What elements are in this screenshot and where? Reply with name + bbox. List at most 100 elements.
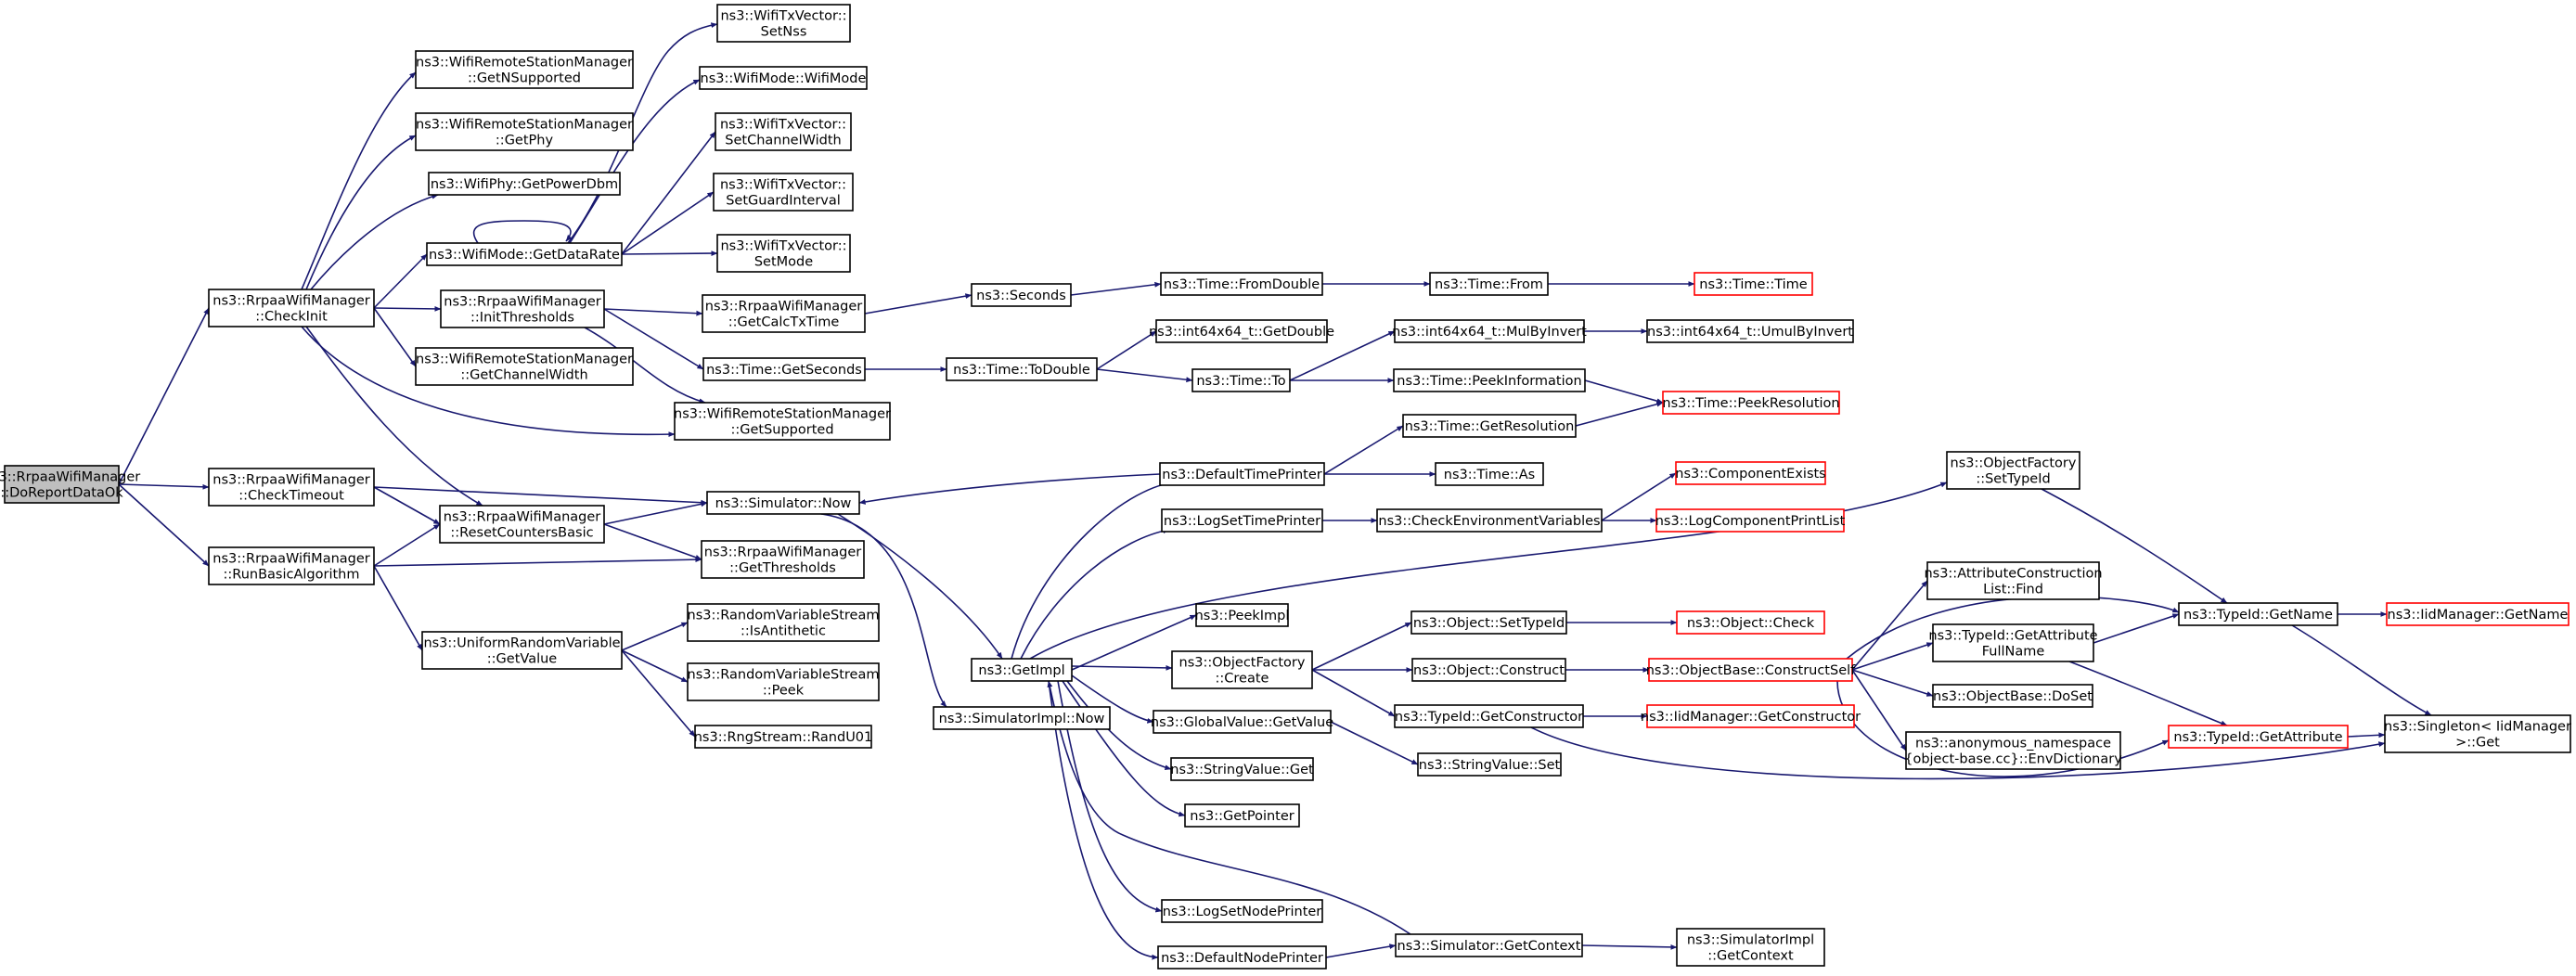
node-box — [1394, 319, 1585, 343]
graph-node[interactable]: ns3::Simulator::GetContext — [1395, 933, 1583, 957]
graph-node[interactable]: ns3::int64x64_t::GetDouble — [1149, 319, 1334, 343]
graph-node[interactable]: ns3::WifiTxVector::SetMode — [716, 234, 851, 273]
graph-node[interactable]: ns3::IidManager::GetName — [2386, 602, 2570, 626]
graph-node[interactable]: ns3::Object::Construct — [1411, 658, 1566, 682]
node-label: ns3::RrpaaWifiManager — [0, 470, 140, 485]
graph-node[interactable]: ns3::Time::GetSeconds — [702, 357, 866, 381]
node-box — [701, 540, 865, 579]
graph-node[interactable]: ns3::Time::PeekInformation — [1393, 368, 1586, 392]
node-label: ns3::ObjectFactory — [1951, 456, 2077, 471]
graph-node[interactable]: ns3::RrpaaWifiManager::GetCalcTxTime — [702, 294, 866, 333]
graph-node[interactable]: ns3::WifiMode::WifiMode — [699, 66, 868, 90]
graph-node[interactable]: ns3::Time::To — [1191, 368, 1291, 392]
graph-node[interactable]: ns3::ObjectBase::ConstructSelf — [1646, 658, 1856, 682]
edge-n7-to-n17 — [621, 131, 716, 255]
graph-node[interactable]: ns3::ComponentExists — [1675, 461, 1826, 485]
graph-node[interactable]: ns3::Object::SetTypeId — [1410, 610, 1567, 635]
graph-node[interactable]: ns3::SimulatorImpl::Now — [933, 706, 1111, 730]
graph-node[interactable]: ns3::RrpaaWifiManager::InitThresholds — [440, 289, 605, 328]
node-label: ::GetThresholds — [729, 561, 836, 576]
edge-path — [858, 473, 1161, 505]
node-box — [946, 357, 1098, 381]
graph-node[interactable]: ns3::Time::GetResolution — [1402, 414, 1577, 438]
graph-node[interactable]: ns3::WifiRemoteStationManager::GetNSuppo… — [415, 50, 634, 89]
edge-path — [2093, 613, 2180, 644]
node-label: ns3::IidManager::GetName — [2388, 608, 2569, 623]
graph-node[interactable]: ns3::Time::From — [1429, 272, 1549, 296]
graph-node[interactable]: ns3::Object::Check — [1676, 610, 1825, 635]
graph-node[interactable]: ns3::SimulatorImpl::GetContext — [1676, 928, 1825, 967]
graph-node[interactable]: ns3::GlobalValue::GetValue — [1151, 710, 1333, 734]
graph-node[interactable]: ns3::TypeId::GetName — [2178, 602, 2338, 626]
node-label: ::GetChannelWidth — [460, 368, 587, 383]
graph-node[interactable]: ns3::GetPointer — [1184, 803, 1300, 828]
graph-node[interactable]: ns3::RrpaaWifiManager::CheckInit — [208, 289, 375, 327]
edge-n12-to-n28 — [820, 513, 947, 708]
node-label: ns3::Time::PeekInformation — [1397, 374, 1581, 389]
graph-node[interactable]: ns3::TypeId::GetConstructor — [1394, 704, 1584, 728]
graph-node[interactable]: ns3::IidManager::GetConstructor — [1641, 704, 1861, 728]
graph-node[interactable]: ns3::CheckEnvironmentVariables — [1376, 508, 1603, 533]
node-label: ns3::WifiRemoteStationManager — [674, 407, 891, 422]
graph-node[interactable]: ns3::Time::FromDouble — [1160, 272, 1323, 296]
graph-node[interactable]: ns3::RngStream::RandU01 — [694, 725, 873, 749]
graph-node[interactable]: ns3::ObjectFactory::Create — [1171, 650, 1313, 689]
graph-node[interactable]: ns3::anonymous_namespace{object-base.cc}… — [1904, 731, 2122, 770]
node-label: ::GetPhy — [496, 134, 554, 148]
node-label: ns3::IidManager::GetConstructor — [1641, 710, 1861, 725]
graph-node[interactable]: ns3::DefaultTimePrinter — [1159, 462, 1325, 486]
graph-node[interactable]: ns3::WifiRemoteStationManager::GetPhy — [415, 112, 634, 151]
node-box — [415, 347, 634, 386]
edge-n7-to-n16 — [569, 79, 701, 244]
graph-node[interactable]: ns3::GetImpl — [971, 658, 1073, 682]
node-label: ns3::WifiTxVector:: — [720, 239, 846, 254]
edge-n58-to-n65 — [1851, 669, 1907, 751]
edge-n27-to-n39 — [1057, 680, 1163, 913]
graph-node[interactable]: ns3::StringValue::Get — [1170, 757, 1314, 781]
edges-layer — [118, 22, 2432, 960]
graph-node[interactable]: ns3::WifiPhy::GetPowerDbm — [428, 172, 621, 196]
graph-node[interactable]: ns3::ObjectFactory::SetTypeId — [1946, 451, 2080, 490]
graph-node[interactable]: ns3::int64x64_t::MulByInvert — [1392, 319, 1587, 343]
graph-node[interactable]: ns3::WifiTxVector::SetChannelWidth — [715, 112, 852, 151]
graph-node[interactable]: ns3::Seconds — [971, 283, 1072, 307]
graph-node[interactable]: ns3::int64x64_t::UmulByInvert — [1646, 319, 1854, 343]
graph-node[interactable]: ns3::RrpaaWifiManager::CheckTimeout — [208, 468, 375, 507]
graph-node[interactable]: ns3::TypeId::GetAttribute — [2168, 725, 2349, 749]
graph-node[interactable]: ns3::LogSetNodePrinter — [1161, 899, 1323, 923]
graph-node[interactable]: ns3::RrpaaWifiManager::ResetCountersBasi… — [439, 505, 605, 544]
graph-node[interactable]: ns3::DefaultNodePrinter — [1157, 945, 1327, 970]
graph-node[interactable]: ns3::RrpaaWifiManager::RunBasicAlgorithm — [208, 546, 375, 585]
graph-node[interactable]: ns3::Time::As — [1435, 462, 1544, 486]
graph-node[interactable]: ns3::Singleton< IidManager>::Get — [2384, 714, 2571, 753]
edge-path — [1070, 281, 1162, 296]
graph-node[interactable]: ns3::WifiRemoteStationManager::GetChanne… — [415, 347, 634, 386]
graph-node[interactable]: ns3::StringValue::Set — [1417, 752, 1562, 777]
graph-node[interactable]: ns3::RrpaaWifiManager::GetThresholds — [701, 540, 865, 579]
edge-n27-to-n34 — [1071, 614, 1197, 671]
graph-node[interactable]: ns3::WifiRemoteStationManager::GetSuppor… — [674, 402, 891, 441]
node-label: ns3::RrpaaWifiManager — [213, 552, 370, 567]
graph-node[interactable]: ns3::Time::Time — [1694, 272, 1813, 296]
graph-node[interactable]: ns3::ObjectBase::DoSet — [1932, 684, 2093, 708]
edge-n27-to-n33 — [1020, 528, 1170, 660]
graph-node[interactable]: ns3::UniformRandomVariable::GetValue — [421, 631, 623, 670]
graph-node[interactable]: ns3::Simulator::Now — [706, 491, 860, 515]
graph-node[interactable]: ns3::RandomVariableStream::IsAntithetic — [687, 603, 880, 642]
node-box — [1435, 462, 1544, 486]
graph-node[interactable]: ns3::Time::ToDouble — [946, 357, 1098, 381]
graph-node[interactable]: ns3::WifiMode::GetDataRate — [426, 242, 623, 266]
graph-node[interactable]: ns3::LogSetTimePrinter — [1161, 508, 1323, 533]
graph-node[interactable]: ns3::LogComponentPrintList — [1655, 508, 1846, 533]
graph-node[interactable]: ns3::RandomVariableStream::Peek — [687, 662, 880, 701]
node-box — [1417, 752, 1562, 777]
edge-n14-to-n23 — [621, 649, 689, 683]
edge-n0-to-n1 — [118, 307, 210, 485]
graph-node[interactable]: ns3::Time::PeekResolution — [1662, 391, 1840, 415]
graph-node[interactable]: ns3::WifiTxVector::SetGuardInterval — [713, 173, 854, 212]
graph-node[interactable]: ns3::PeekImpl — [1195, 603, 1290, 627]
graph-node[interactable]: ns3::WifiTxVector::SetNss — [716, 4, 851, 43]
edge-n20-to-n25 — [864, 293, 972, 315]
